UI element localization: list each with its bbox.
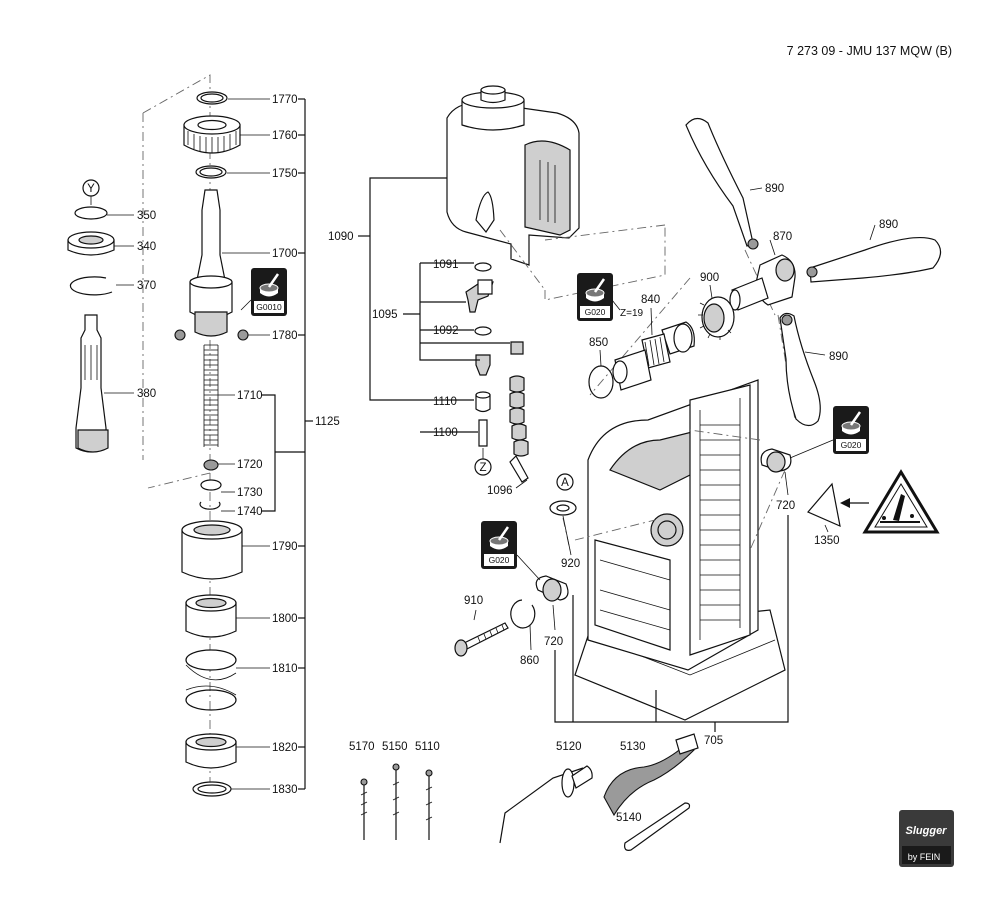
label-860: 860 (520, 655, 539, 667)
label-1091: 1091 (433, 259, 459, 271)
label-340: 340 (137, 241, 156, 253)
label-1810: 1810 (272, 663, 298, 675)
label-890-bottom: 890 (829, 351, 848, 363)
label-1095: 1095 (372, 309, 398, 321)
label-1740: 1740 (237, 506, 263, 518)
grease-badge-1-label: G0010 (256, 302, 282, 312)
label-890-right: 890 (879, 219, 898, 231)
coolant-fittings: Z (465, 262, 529, 483)
label-5120: 5120 (556, 741, 582, 753)
grease-badge-2-label: G020 (585, 307, 606, 317)
label-1730: 1730 (237, 487, 263, 499)
label-1090: 1090 (328, 231, 354, 243)
arbor-parts: Y (67, 179, 115, 453)
label-720-right: 720 (776, 500, 795, 512)
accessories (360, 733, 699, 851)
label-1700: 1700 (272, 248, 298, 260)
label-890-top: 890 (765, 183, 784, 195)
label-5170: 5170 (349, 741, 375, 753)
grease-badge-2: G020 (575, 271, 615, 323)
spindle-leaders (104, 98, 313, 790)
label-870: 870 (773, 231, 792, 243)
label-380: 380 (137, 388, 156, 400)
label-5110: 5110 (415, 741, 440, 753)
marker-y: Y (87, 183, 95, 195)
label-850: 850 (589, 337, 608, 349)
label-1790: 1790 (272, 541, 298, 553)
warning-triangle-icon (840, 469, 940, 534)
label-1092: 1092 (433, 325, 459, 337)
stand-leaders (473, 187, 876, 732)
label-1800: 1800 (272, 613, 298, 625)
label-1820: 1820 (272, 742, 298, 754)
grease-badge-1: G0010 (249, 266, 289, 318)
coolant-tank (446, 85, 580, 266)
label-350: 350 (137, 210, 156, 222)
label-900: 900 (700, 272, 719, 284)
drill-stand-housing: A (499, 224, 792, 721)
grease-badge-4-label: G020 (489, 555, 510, 565)
label-sticker (807, 482, 841, 528)
brand-name: Slugger (906, 825, 948, 837)
label-1770: 1770 (272, 94, 298, 106)
grease-badge-3: G020 (831, 404, 871, 456)
marker-a: A (561, 477, 569, 489)
label-1096: 1096 (487, 485, 513, 497)
brand-logo: Slugger by FEIN (899, 810, 954, 867)
label-920: 920 (561, 558, 580, 570)
label-1780: 1780 (272, 330, 298, 342)
document-title: 7 273 09 - JMU 137 MQW (B) (786, 44, 952, 58)
label-1760: 1760 (272, 130, 298, 142)
label-1110: 1110 (433, 396, 457, 408)
mount-screws (454, 599, 536, 657)
label-1720: 1720 (237, 459, 263, 471)
label-1100: 1100 (433, 427, 458, 439)
label-z19: Z=19 (620, 308, 644, 319)
label-5150: 5150 (382, 741, 408, 753)
label-910: 910 (464, 595, 483, 607)
marker-z: Z (479, 462, 486, 474)
label-840: 840 (641, 294, 660, 306)
label-1350: 1350 (814, 535, 840, 547)
part-labels: 1770 1760 1750 1700 1780 1710 1720 1730 … (137, 94, 898, 824)
label-1710: 1710 (237, 390, 263, 402)
label-1750: 1750 (272, 168, 298, 180)
brand-sub: by FEIN (908, 852, 941, 862)
feed-handles (588, 117, 942, 427)
spindle-assembly (142, 74, 249, 797)
coolant-leaders (358, 177, 528, 489)
label-370: 370 (137, 280, 156, 292)
label-705: 705 (704, 735, 723, 747)
label-720-left: 720 (544, 636, 563, 648)
label-5130: 5130 (620, 741, 646, 753)
grease-badge-4: G020 (479, 519, 519, 571)
label-1830: 1830 (272, 784, 298, 796)
grease-badge-3-label: G020 (841, 440, 862, 450)
label-5140: 5140 (616, 812, 642, 824)
label-1125: 1125 (315, 416, 340, 428)
